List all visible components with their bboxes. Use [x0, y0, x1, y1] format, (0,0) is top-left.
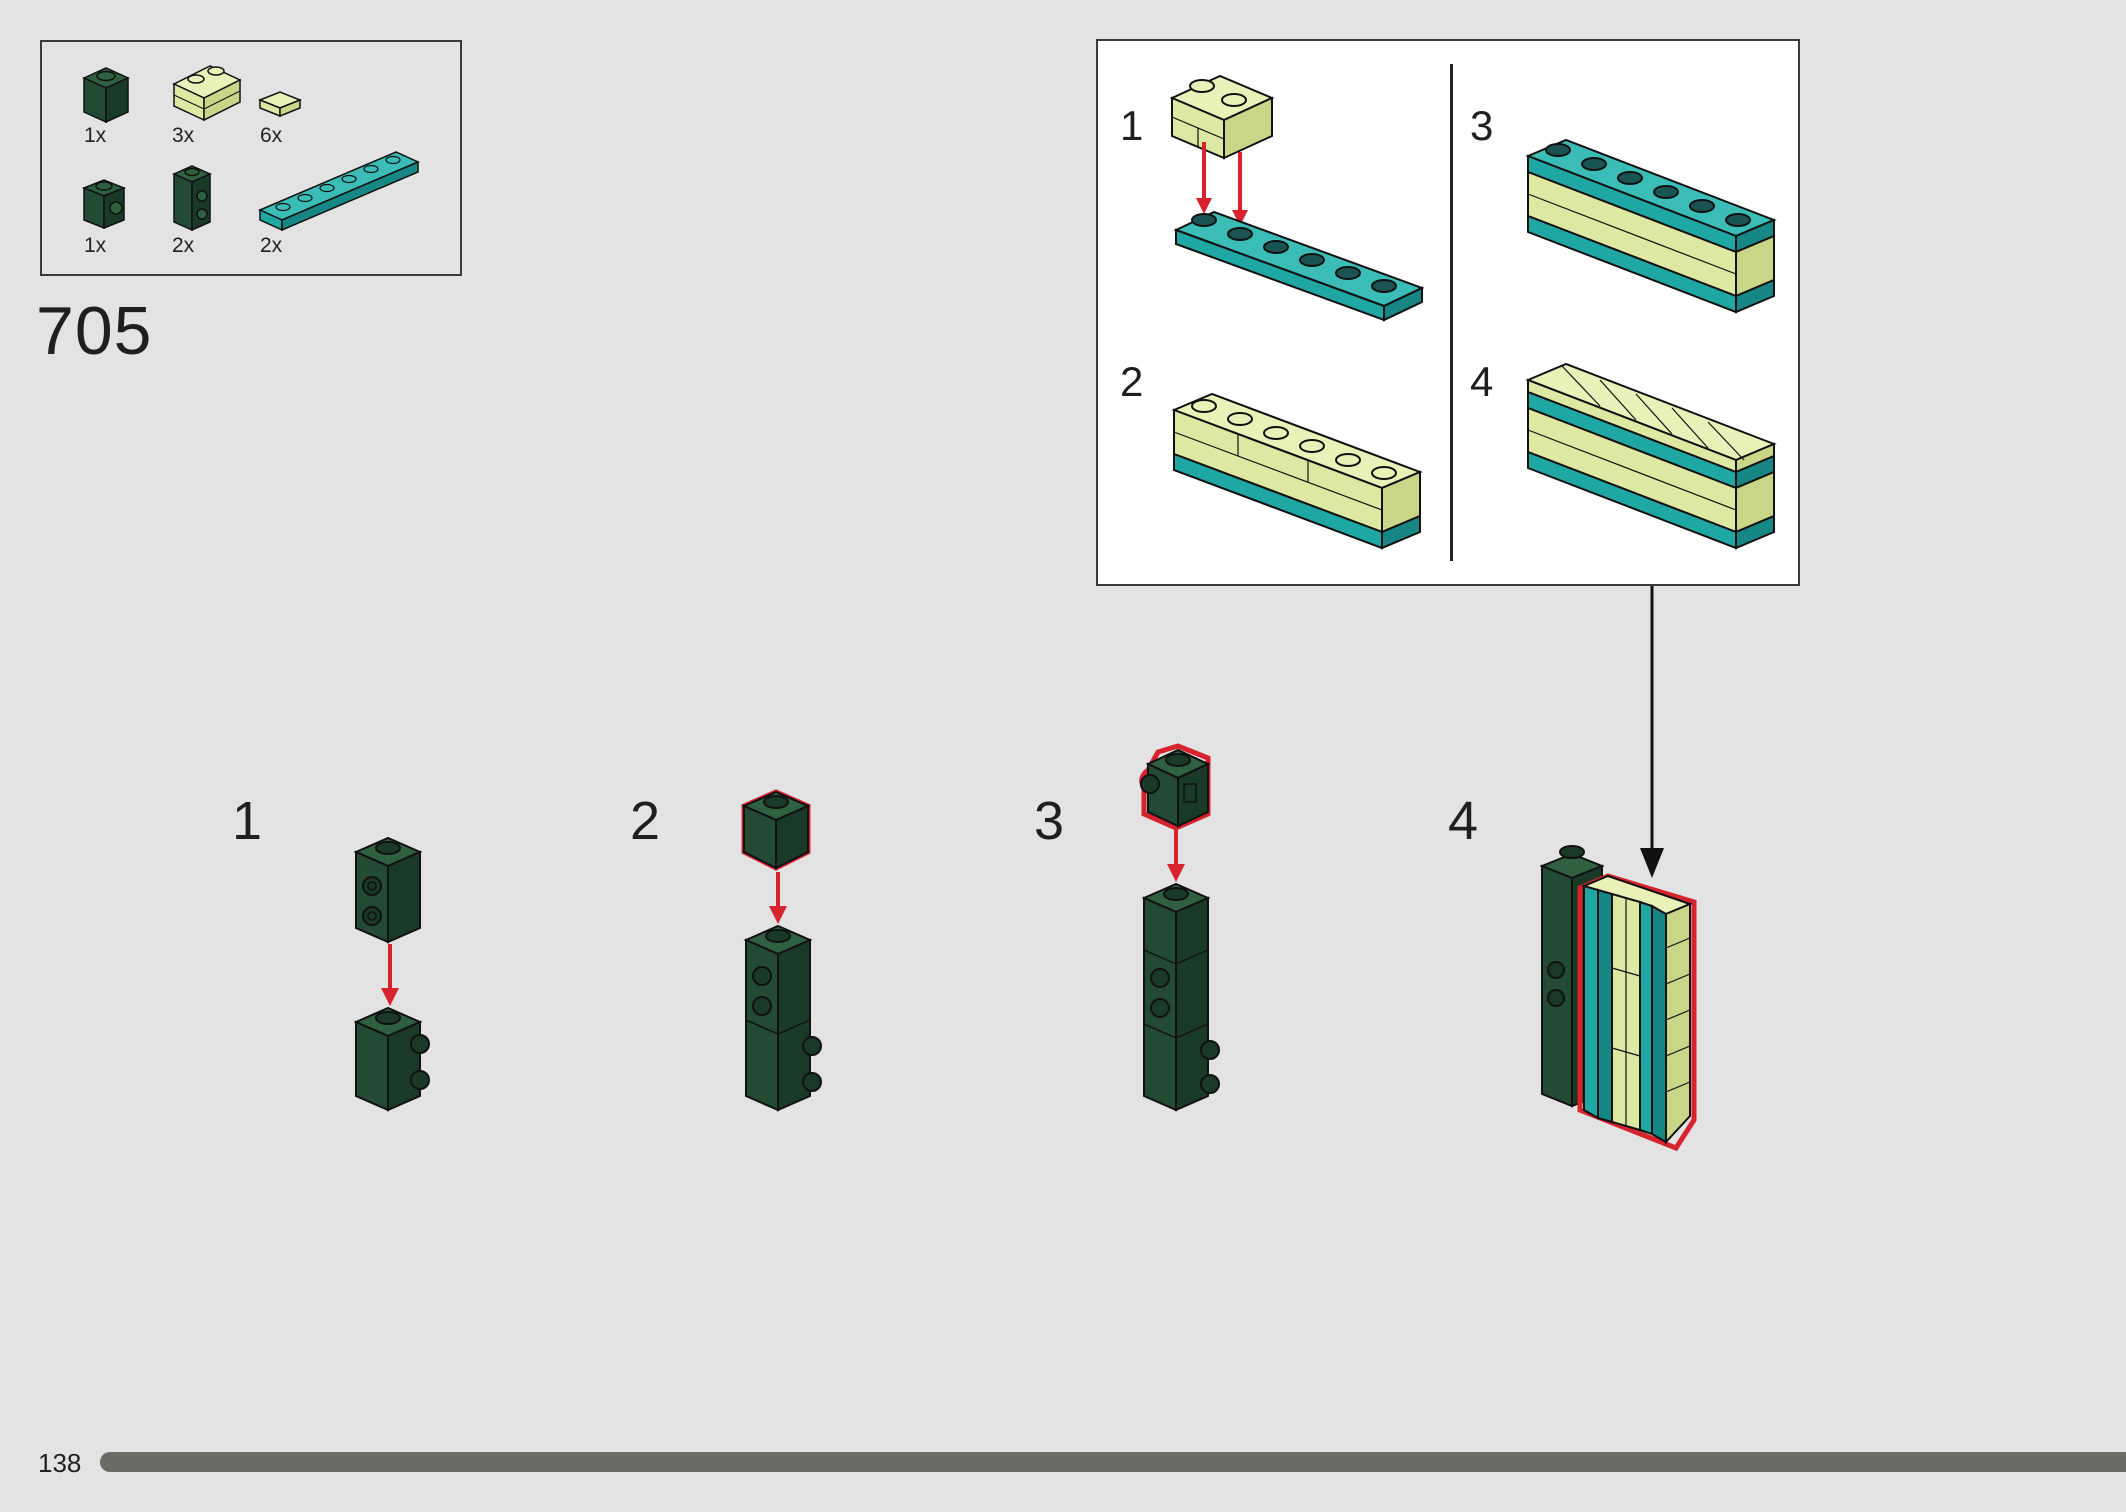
step-number: 2	[630, 791, 661, 851]
step-number: 3	[1034, 791, 1065, 851]
step-2-illustration	[741, 789, 822, 1112]
substep-number: 3	[1470, 102, 1494, 149]
part-qty: 2x	[260, 234, 283, 257]
substep-number: 4	[1470, 358, 1494, 405]
part-plate-1x6-icon	[258, 151, 420, 232]
step-number: 4	[1448, 791, 1479, 851]
part-qty: 2x	[172, 234, 195, 257]
part-brick-side-stud-icon	[81, 179, 127, 230]
main-step-number: 705	[36, 293, 153, 369]
part-qty: 1x	[84, 124, 107, 147]
substep-3-illustration	[1525, 138, 1777, 314]
step-number: 1	[232, 791, 263, 851]
page-number: 138	[38, 1448, 82, 1478]
substep-2-illustration	[1171, 392, 1423, 550]
parts-list-box	[40, 40, 462, 276]
part-qty: 6x	[260, 124, 283, 147]
step-1-illustration	[353, 836, 430, 1112]
part-tile-icon	[257, 91, 303, 118]
part-brick-two-side-studs-icon	[172, 165, 212, 232]
substep-1-illustration	[1169, 74, 1425, 322]
substep-number: 1	[1120, 102, 1144, 149]
callout-divider	[1450, 64, 1453, 561]
substep-4-illustration	[1525, 362, 1777, 550]
step-4-illustration	[1539, 845, 1697, 1152]
part-qty: 3x	[172, 124, 195, 147]
progress-bar	[100, 1452, 2126, 1472]
part-qty: 1x	[84, 234, 107, 257]
step-3-illustration	[1139, 743, 1220, 1112]
part-masonry-brick-icon	[172, 65, 242, 122]
substep-number: 2	[1120, 358, 1144, 405]
part-brick-1x1-icon	[82, 67, 130, 124]
callout-arrow	[1640, 586, 1664, 878]
